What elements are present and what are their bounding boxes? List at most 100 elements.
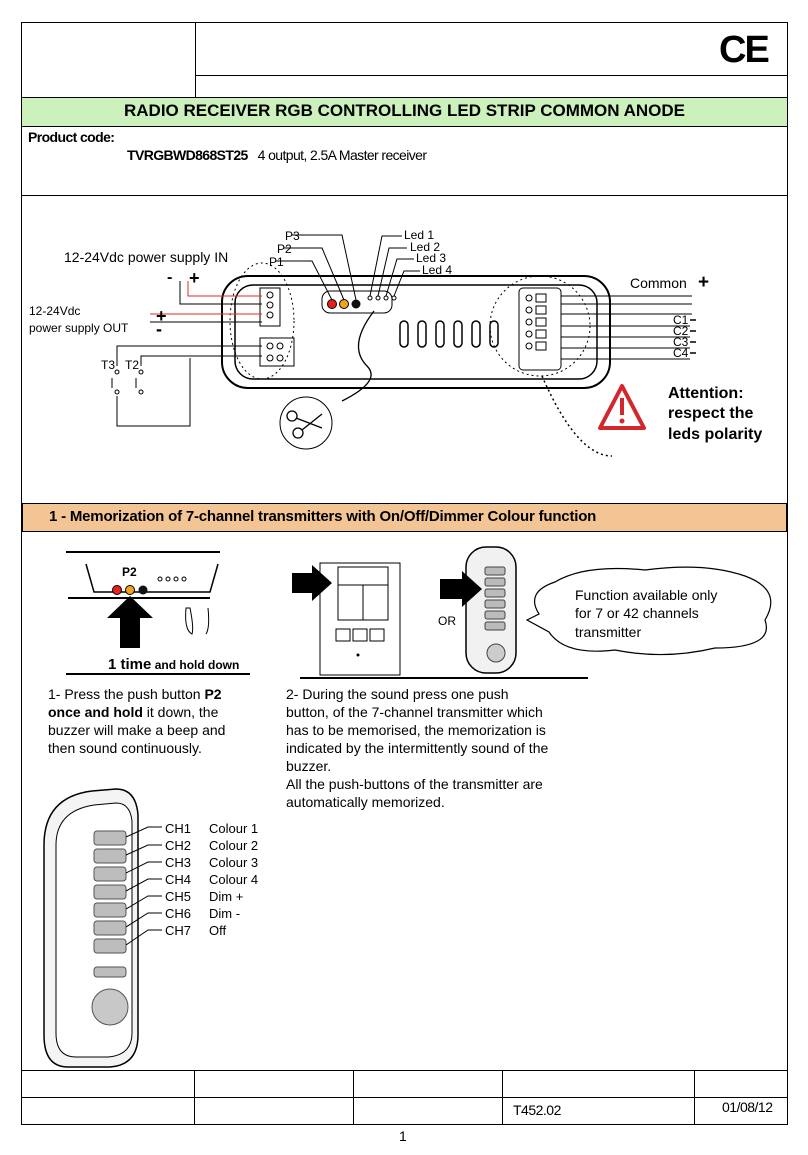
channel-id: CH1 — [165, 821, 192, 836]
hold-down-text: and hold down — [151, 658, 240, 672]
doc-date: 01/08/12 — [722, 1099, 773, 1115]
c3-label: C3 — [673, 335, 689, 349]
step2-text: 2- During the sound press one push butto… — [286, 685, 586, 811]
wire-in-negative — [179, 281, 262, 305]
step1-text-a: 1- Press the push button — [48, 686, 205, 702]
channel-id: CH5 — [165, 889, 192, 904]
scissors-circle — [279, 396, 333, 450]
antenna — [341, 310, 375, 402]
input-terminal — [259, 287, 281, 327]
c1-label: C1 — [673, 313, 689, 327]
step1-text-f: then sound continuously. — [48, 740, 202, 756]
led2-label: Led 2 — [410, 240, 440, 254]
wall-transmitter — [319, 562, 401, 676]
step2-line-7: automatically memorized. — [286, 794, 445, 810]
warning-icon — [598, 384, 646, 430]
page-number: 1 — [399, 1128, 407, 1144]
p2-label: P2 — [277, 242, 292, 256]
footer-line-top — [22, 1070, 787, 1071]
step2-line-2: button, of the 7-channel transmitter whi… — [286, 704, 543, 720]
power-out-minus: - — [156, 319, 162, 339]
remote-leader-lines — [125, 826, 162, 946]
vent-slots — [399, 320, 499, 348]
common-label: Common — [630, 275, 687, 291]
led-output-wires — [561, 295, 692, 360]
title-bar — [22, 97, 787, 127]
info-bubble: Function available only for 7 or 42 chan… — [525, 566, 772, 656]
t2-label: T2 — [125, 358, 139, 372]
channel-row: CH6 Dim - — [165, 905, 258, 922]
press-arrow — [107, 596, 153, 648]
channel-function: Colour 2 — [209, 838, 259, 853]
product-code: TVRGBWD868ST25 — [127, 147, 248, 163]
remote-round-button — [91, 988, 129, 1026]
scissors-icon — [286, 410, 323, 439]
power-out-label-1: 12-24Vdc — [29, 304, 80, 318]
channel-id: CH3 — [165, 855, 192, 870]
wire-common — [116, 358, 191, 427]
step2-line-3: has to be memorised, the memorization is — [286, 722, 546, 738]
footer-col-1 — [194, 1070, 195, 1125]
channel-row: CH5 Dim + — [165, 888, 258, 905]
leader-lines — [276, 234, 420, 301]
p3-button — [351, 299, 361, 309]
page-frame — [21, 22, 788, 1125]
receiver-inner — [234, 284, 598, 380]
channel-row: CH4 Colour 4 — [165, 871, 258, 888]
p2-button — [339, 299, 349, 309]
output-terminal — [259, 337, 295, 367]
wire-t2 — [140, 355, 262, 366]
section-1-bar — [22, 503, 787, 532]
channel-function: Colour 3 — [209, 855, 259, 870]
step1-text-b: P2 — [204, 686, 222, 702]
step2-line-1: 2- During the sound press one push — [286, 686, 509, 702]
p2-illustration-label: P2 — [122, 565, 137, 579]
led3-label: Led 3 — [416, 251, 446, 265]
step2-line-5: buzzer. — [286, 758, 332, 774]
doc-code: T452.02 — [513, 1102, 561, 1118]
attention-line-2: respect the — [668, 405, 753, 422]
led-terminal — [518, 287, 562, 371]
product-description: 4 output, 2.5A Master receiver — [257, 147, 427, 163]
step1-text-c: once and hold — [48, 704, 143, 720]
arrow-to-handheld — [440, 571, 482, 607]
channel-row: CH3 Colour 3 — [165, 854, 258, 871]
footer-col-2 — [353, 1070, 354, 1125]
channel-function: Dim + — [209, 889, 244, 904]
footer-line-middle — [22, 1097, 787, 1098]
one-time-text: 1 time — [108, 656, 152, 673]
c2-label: C2 — [673, 324, 689, 338]
page-title: RADIO RECEIVER RGB CONTROLLING LED STRIP… — [123, 101, 686, 120]
channel-function: Dim - — [209, 906, 241, 921]
attention-line-1: Attention: — [668, 385, 744, 402]
or-label: OR — [438, 614, 456, 628]
switches — [111, 369, 144, 395]
product-code-label: Product code: — [28, 129, 115, 145]
receiver-body — [221, 275, 611, 389]
power-in-minus: - — [167, 269, 172, 286]
step1-text: 1- Press the push button P2 once and hol… — [48, 685, 258, 757]
c-minus-signs — [690, 319, 696, 354]
product-code-row: TVRGBWD868ST25 4 output, 2.5A Master rec… — [127, 147, 427, 163]
power-in-plus: + — [189, 268, 200, 288]
bubble-line-3: transmitter — [575, 624, 641, 640]
step2-illustration: OR — [292, 546, 517, 676]
remote-illustration — [43, 788, 162, 1068]
arrow-to-wall — [292, 565, 332, 601]
footer-col-4 — [694, 1070, 695, 1125]
remote-buttons — [93, 830, 127, 978]
channel-function: Colour 1 — [209, 821, 259, 836]
wire-t3 — [116, 345, 262, 366]
channel-id: CH6 — [165, 906, 192, 921]
channel-id: CH4 — [165, 872, 192, 887]
p1-label: P1 — [269, 255, 284, 269]
channel-function: Colour 4 — [209, 872, 259, 887]
input-highlight — [229, 262, 295, 380]
attention-line-3: leds polarity — [668, 426, 762, 443]
step1-illustration: P2 — [66, 551, 250, 675]
header-divider-vertical — [195, 22, 196, 97]
power-out-plus: + — [156, 306, 167, 326]
power-out-label-2: power supply OUT — [29, 321, 129, 335]
